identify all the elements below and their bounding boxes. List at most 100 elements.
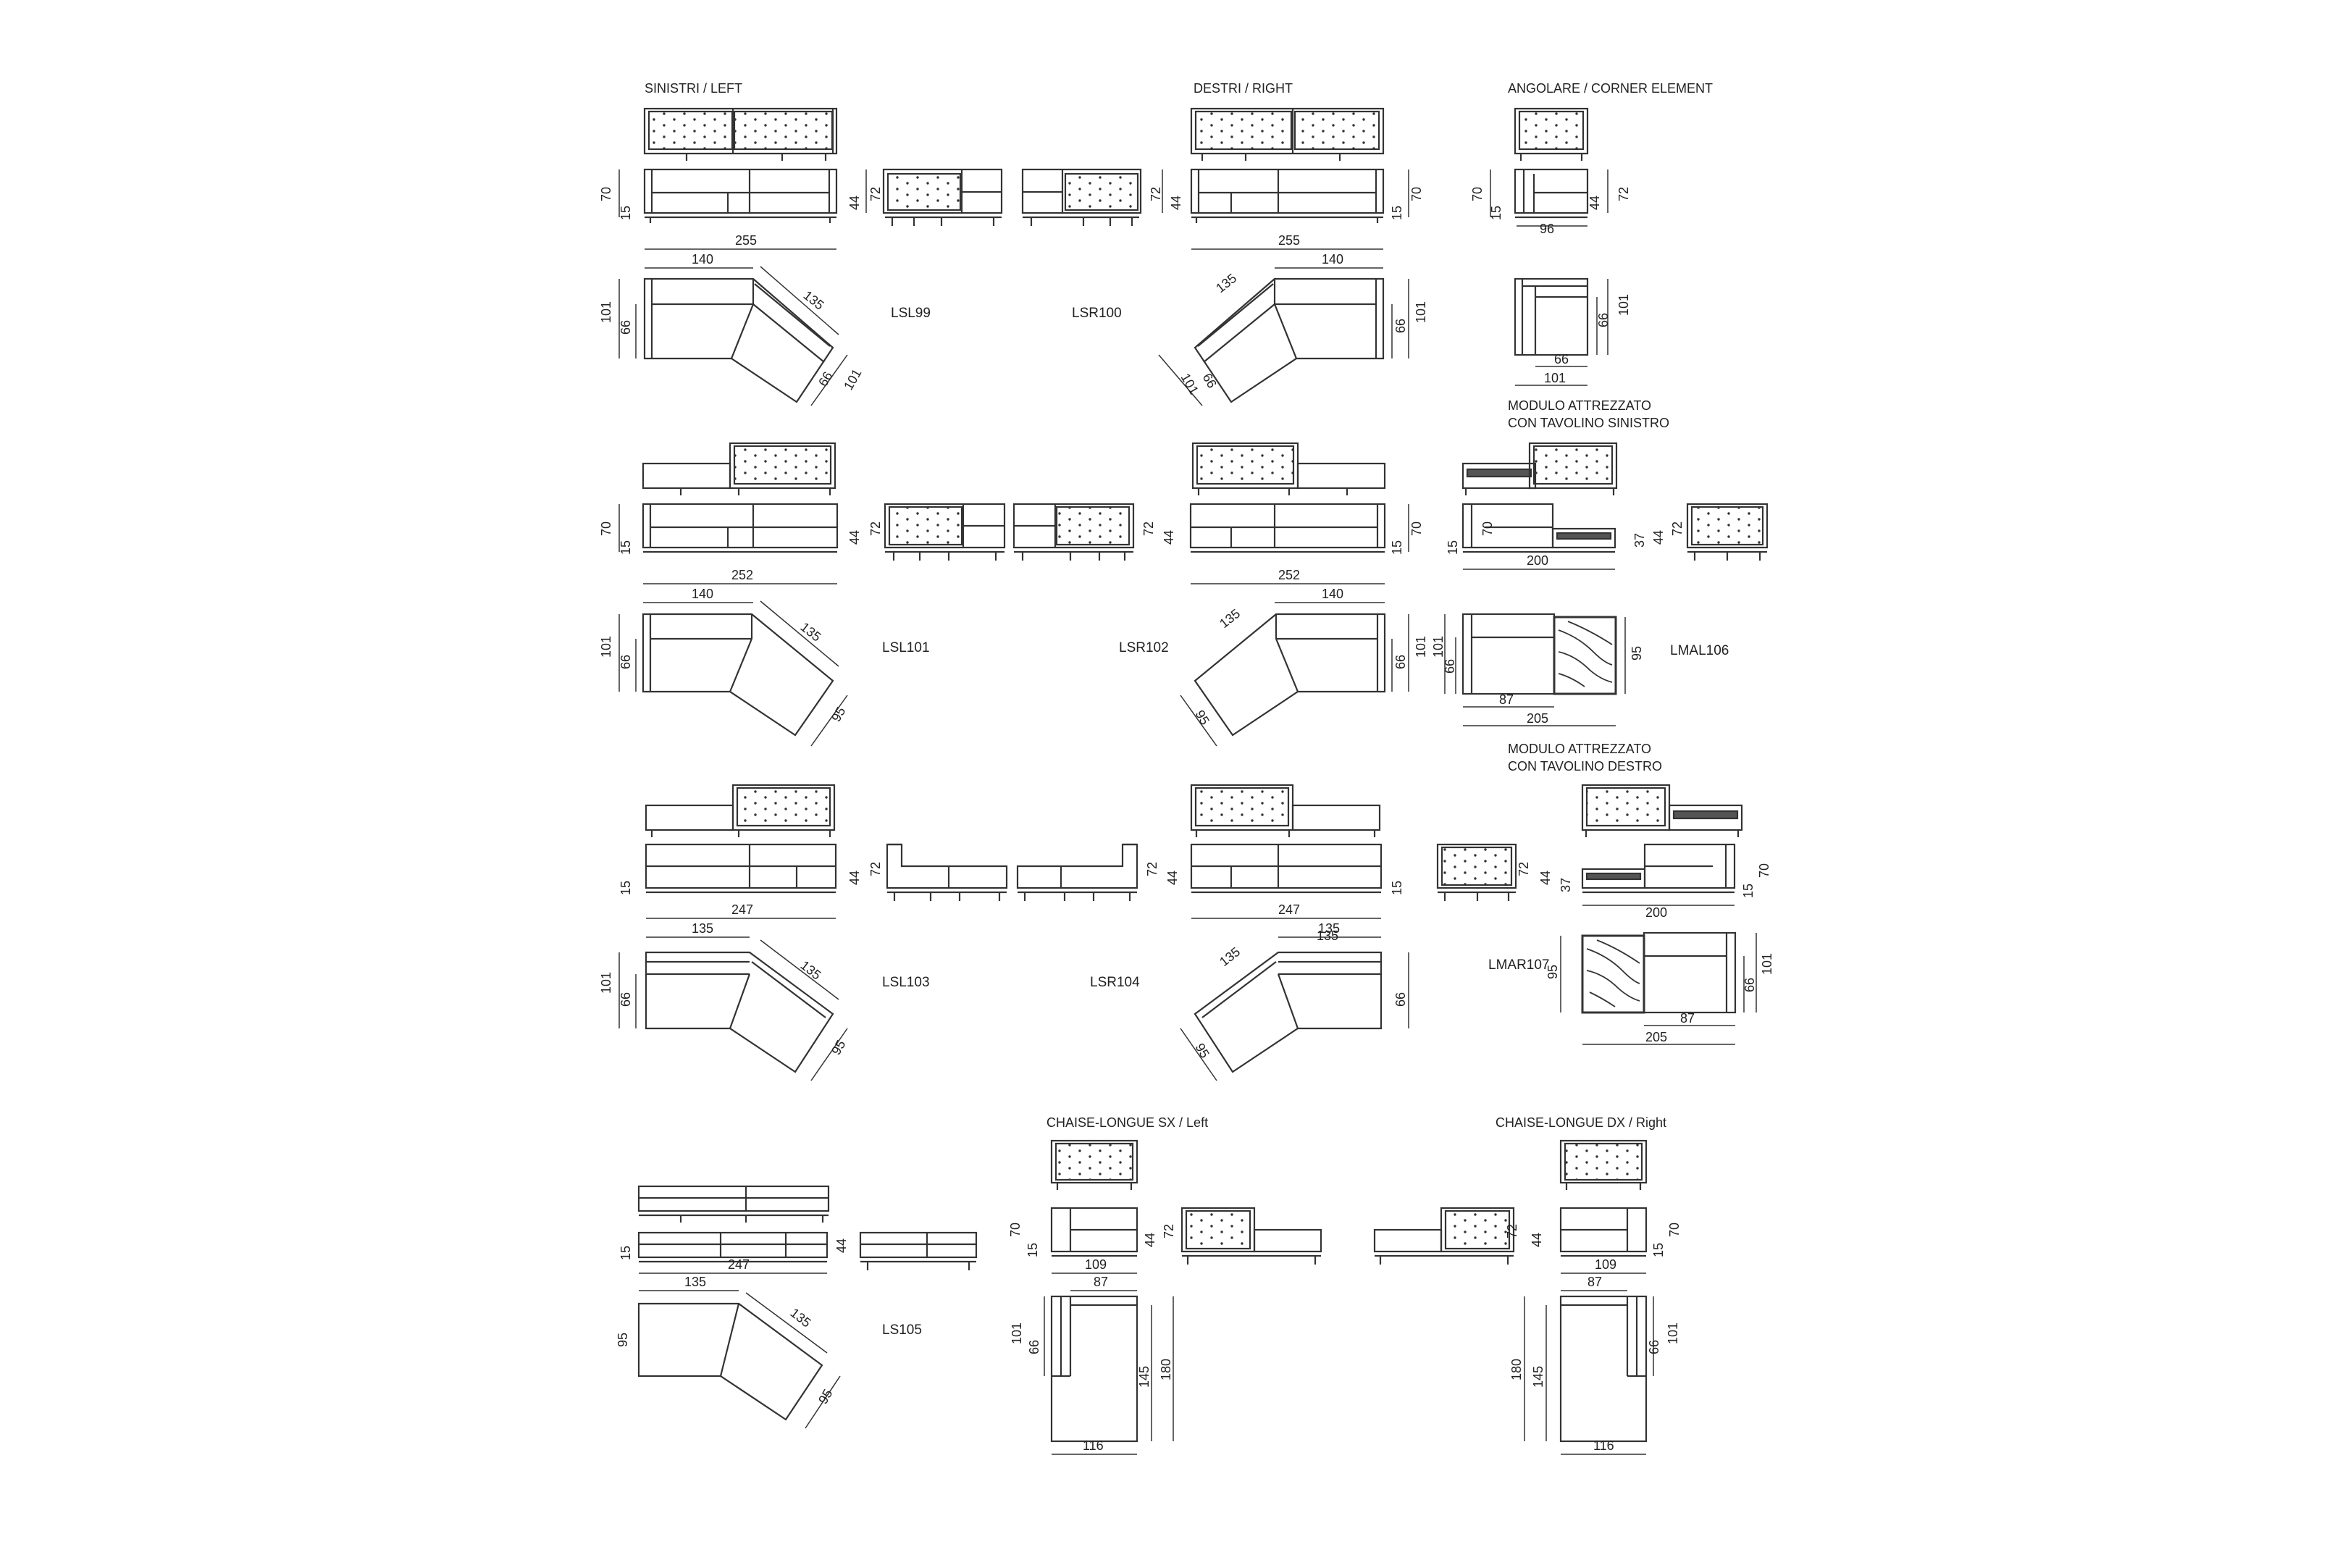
lmar107-side-view: [1436, 843, 1517, 901]
lsr100-side-view: [1021, 168, 1142, 226]
lsl101-side-view: [884, 503, 1006, 561]
dim-depth-66: 66: [1393, 992, 1408, 1007]
dim-height-44: 44: [847, 871, 862, 885]
dim-width-140: 140: [1322, 587, 1343, 601]
ls105-side-view: [859, 1231, 978, 1270]
dim-depth-95: 95: [1193, 708, 1212, 727]
dim-width-135: 135: [1317, 928, 1338, 943]
dim-width-252: 252: [1278, 568, 1300, 582]
dim-depth-101: 101: [1414, 301, 1428, 323]
row3-plan-dimension-lines: [618, 933, 1757, 1081]
dim-height-70: 70: [1470, 187, 1485, 201]
dim-depth-66: 66: [1200, 371, 1220, 390]
lsl101-plan-view: [642, 613, 834, 737]
dim-depth-180: 180: [1509, 1359, 1524, 1380]
dim-width-255: 255: [735, 233, 757, 248]
dim-width-116: 116: [1083, 1438, 1104, 1453]
dim-height-44: 44: [1143, 1233, 1157, 1247]
corner-front-view: [1514, 168, 1589, 219]
dim-height-37: 37: [1632, 533, 1647, 548]
dim-height-44: 44: [1538, 871, 1553, 885]
heading-left: SINISTRI / LEFT: [645, 81, 742, 96]
dim-height-44: 44: [1651, 530, 1666, 545]
dim-depth-101: 101: [599, 972, 613, 994]
dim-width-66: 66: [1554, 352, 1569, 366]
dim-height-72: 72: [868, 187, 883, 201]
heading-right: DESTRI / RIGHT: [1194, 81, 1293, 96]
lsr100-front-view: [1190, 168, 1385, 223]
dim-height-15: 15: [1446, 540, 1460, 555]
code-lsl99: LSL99: [891, 306, 931, 321]
dim-width-247: 247: [728, 1257, 750, 1272]
dim-height-15: 15: [618, 206, 633, 220]
dim-height-70: 70: [599, 521, 613, 536]
chaise-dx-plan-view: [1559, 1295, 1648, 1443]
code-lsr104: LSR104: [1090, 975, 1140, 990]
dim-height-15: 15: [1651, 1243, 1666, 1257]
lsr100-plan-view: [1194, 277, 1385, 403]
dim-height-72: 72: [1616, 187, 1631, 201]
dim-depth-101: 101: [1666, 1322, 1680, 1344]
lmal106-side-view: [1686, 503, 1769, 561]
dim-length-135: 135: [801, 288, 827, 312]
dim-height-72: 72: [1670, 521, 1685, 536]
chaise-sx-back-view: [1050, 1139, 1138, 1190]
dim-width-140: 140: [692, 252, 713, 267]
chaise-dx-front-view: [1559, 1207, 1648, 1257]
dim-height-70: 70: [1409, 187, 1424, 201]
chaise-dx-side-view: [1373, 1207, 1515, 1265]
lsl101-front-view: [642, 503, 839, 553]
dim-width-140: 140: [1322, 252, 1343, 267]
row2-dimension-lines: [618, 504, 1615, 603]
lmal106-front-view: [1461, 503, 1616, 553]
lsr102-side-view: [1012, 503, 1135, 561]
dim-depth-95: 95: [815, 1387, 835, 1406]
row4-ls105-dimension-labels: 247 135 15 44 95 135 95: [616, 1238, 849, 1406]
dim-height-70: 70: [1757, 863, 1771, 878]
lsr104-back-view: [1190, 784, 1381, 837]
lsl103-plan-view: [645, 951, 834, 1073]
dim-depth-95: 95: [1630, 646, 1644, 661]
lsr102-front-view: [1189, 503, 1386, 553]
dim-height-15: 15: [618, 881, 633, 895]
lsl99-plan-view: [643, 277, 834, 403]
dim-width-247: 247: [731, 902, 753, 917]
chaise-sx-side-view: [1180, 1207, 1322, 1265]
dim-height-15: 15: [1390, 540, 1404, 555]
corner-back-view: [1514, 107, 1589, 161]
dim-height-15: 15: [618, 540, 633, 555]
lsr104-side-view: [1016, 843, 1138, 901]
ls105-front-view: [637, 1231, 829, 1263]
code-lsl103: LSL103: [882, 975, 930, 990]
dim-depth-66: 66: [1027, 1340, 1041, 1354]
dim-depth-101: 101: [1178, 371, 1201, 397]
lsr100-back-view: [1190, 107, 1385, 161]
dim-height-44: 44: [1587, 196, 1602, 210]
code-lmar107: LMAR107: [1488, 957, 1550, 973]
dim-width-247: 247: [1278, 902, 1300, 917]
lsr104-plan-view: [1194, 951, 1383, 1073]
row4-ls105-dimension-lines: [639, 1273, 841, 1429]
dim-width-87: 87: [1680, 1011, 1695, 1026]
dim-height-72: 72: [1505, 1224, 1519, 1238]
dim-width-135: 135: [684, 1275, 706, 1289]
heading-chaise-dx: CHAISE-LONGUE DX / Right: [1496, 1115, 1666, 1130]
ls105-plan-view: [637, 1302, 823, 1421]
dim-width-116: 116: [1593, 1438, 1614, 1453]
heading-lmal-line1: MODULO ATTREZZATO: [1508, 398, 1651, 413]
dim-width-200: 200: [1645, 905, 1667, 920]
lmal106-plan-view: [1461, 613, 1617, 695]
row1-dimension-lines: [618, 169, 1609, 269]
dim-height-72: 72: [1149, 187, 1163, 201]
dim-depth-101: 101: [1431, 636, 1446, 658]
dim-depth-180: 180: [1159, 1359, 1173, 1380]
dim-height-44: 44: [1165, 871, 1180, 885]
lsl103-back-view: [645, 784, 836, 837]
lsl99-side-view: [882, 168, 1003, 226]
dim-height-72: 72: [868, 862, 883, 876]
dim-depth-95: 95: [616, 1333, 630, 1347]
dim-width-205: 205: [1645, 1030, 1667, 1044]
dim-length-135: 135: [1217, 606, 1243, 631]
dim-length-135: 135: [1217, 944, 1243, 969]
